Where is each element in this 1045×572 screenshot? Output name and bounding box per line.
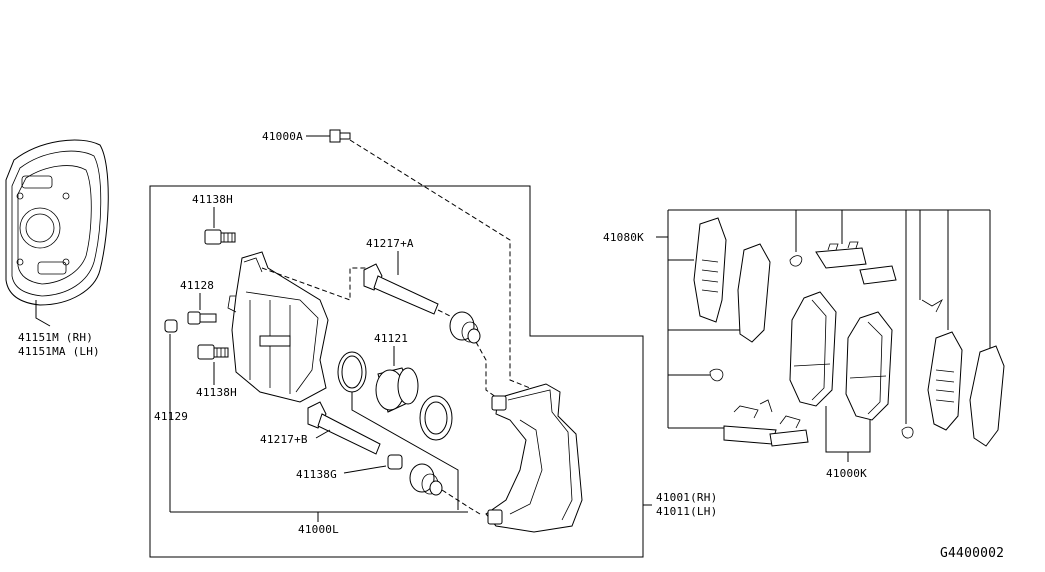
- label-41121: 41121: [374, 332, 408, 345]
- label-41000a: 41000A: [262, 130, 303, 143]
- boot-upper: [449, 311, 481, 344]
- label-41080k: 41080K: [603, 231, 644, 244]
- caliper-support-bracket: [485, 383, 583, 533]
- label-41000l: 41000L: [298, 523, 339, 536]
- pin-41217b: [307, 401, 381, 455]
- label-41138h-bottom: 41138H: [196, 386, 237, 399]
- wear-indicator: [921, 298, 943, 313]
- shim-inner-left: [737, 243, 771, 343]
- piston-seal-ring: [337, 351, 367, 393]
- label-41138g: 41138G: [296, 468, 337, 481]
- bolt-41138h-top: [204, 229, 236, 245]
- label-splash-shield-lh: 41151MA (LH): [18, 345, 100, 358]
- label-41000k: 41000K: [826, 467, 867, 480]
- pad-retainer-lower: [723, 399, 809, 447]
- label-41011-lh: 41011(LH): [656, 505, 717, 518]
- dust-boot-ring: [419, 395, 453, 441]
- spring-clip-lower: [901, 426, 914, 439]
- pin-41217a: [363, 263, 439, 315]
- boot-lower: [409, 463, 443, 496]
- piston-41121: [375, 367, 419, 413]
- label-41217b: 41217+B: [260, 433, 308, 446]
- cap-41129: [164, 319, 178, 333]
- label-41001-rh: 41001(RH): [656, 491, 717, 504]
- label-41138h-top: 41138H: [192, 193, 233, 206]
- label-41128: 41128: [180, 279, 214, 292]
- brake-pad-inner: [789, 291, 837, 407]
- caliper-body: [227, 251, 329, 403]
- pad-retainer-upper: [815, 241, 897, 285]
- shim-outer-right: [927, 331, 963, 431]
- label-splash-shield-rh: 41151M (RH): [18, 331, 93, 344]
- spring-clip-upper: [789, 255, 803, 267]
- bleeder-41128: [187, 311, 217, 325]
- hardware-kit-bracket: [656, 209, 991, 429]
- boot-41138g: [387, 454, 403, 470]
- label-41217a: 41217+A: [366, 237, 414, 250]
- bolt-41000a: [329, 129, 351, 143]
- spring-clip-middle: [709, 368, 724, 382]
- shim-inner-right: [969, 345, 1005, 447]
- caliper-group-frame: [149, 185, 644, 558]
- diagram-id: G4400002: [940, 546, 1004, 561]
- splash-shield: [5, 139, 109, 327]
- shim-outer-left: [693, 217, 727, 323]
- label-41129: 41129: [154, 410, 188, 423]
- brake-pad-outer: [845, 311, 893, 421]
- bolt-41138h-bottom: [197, 344, 229, 360]
